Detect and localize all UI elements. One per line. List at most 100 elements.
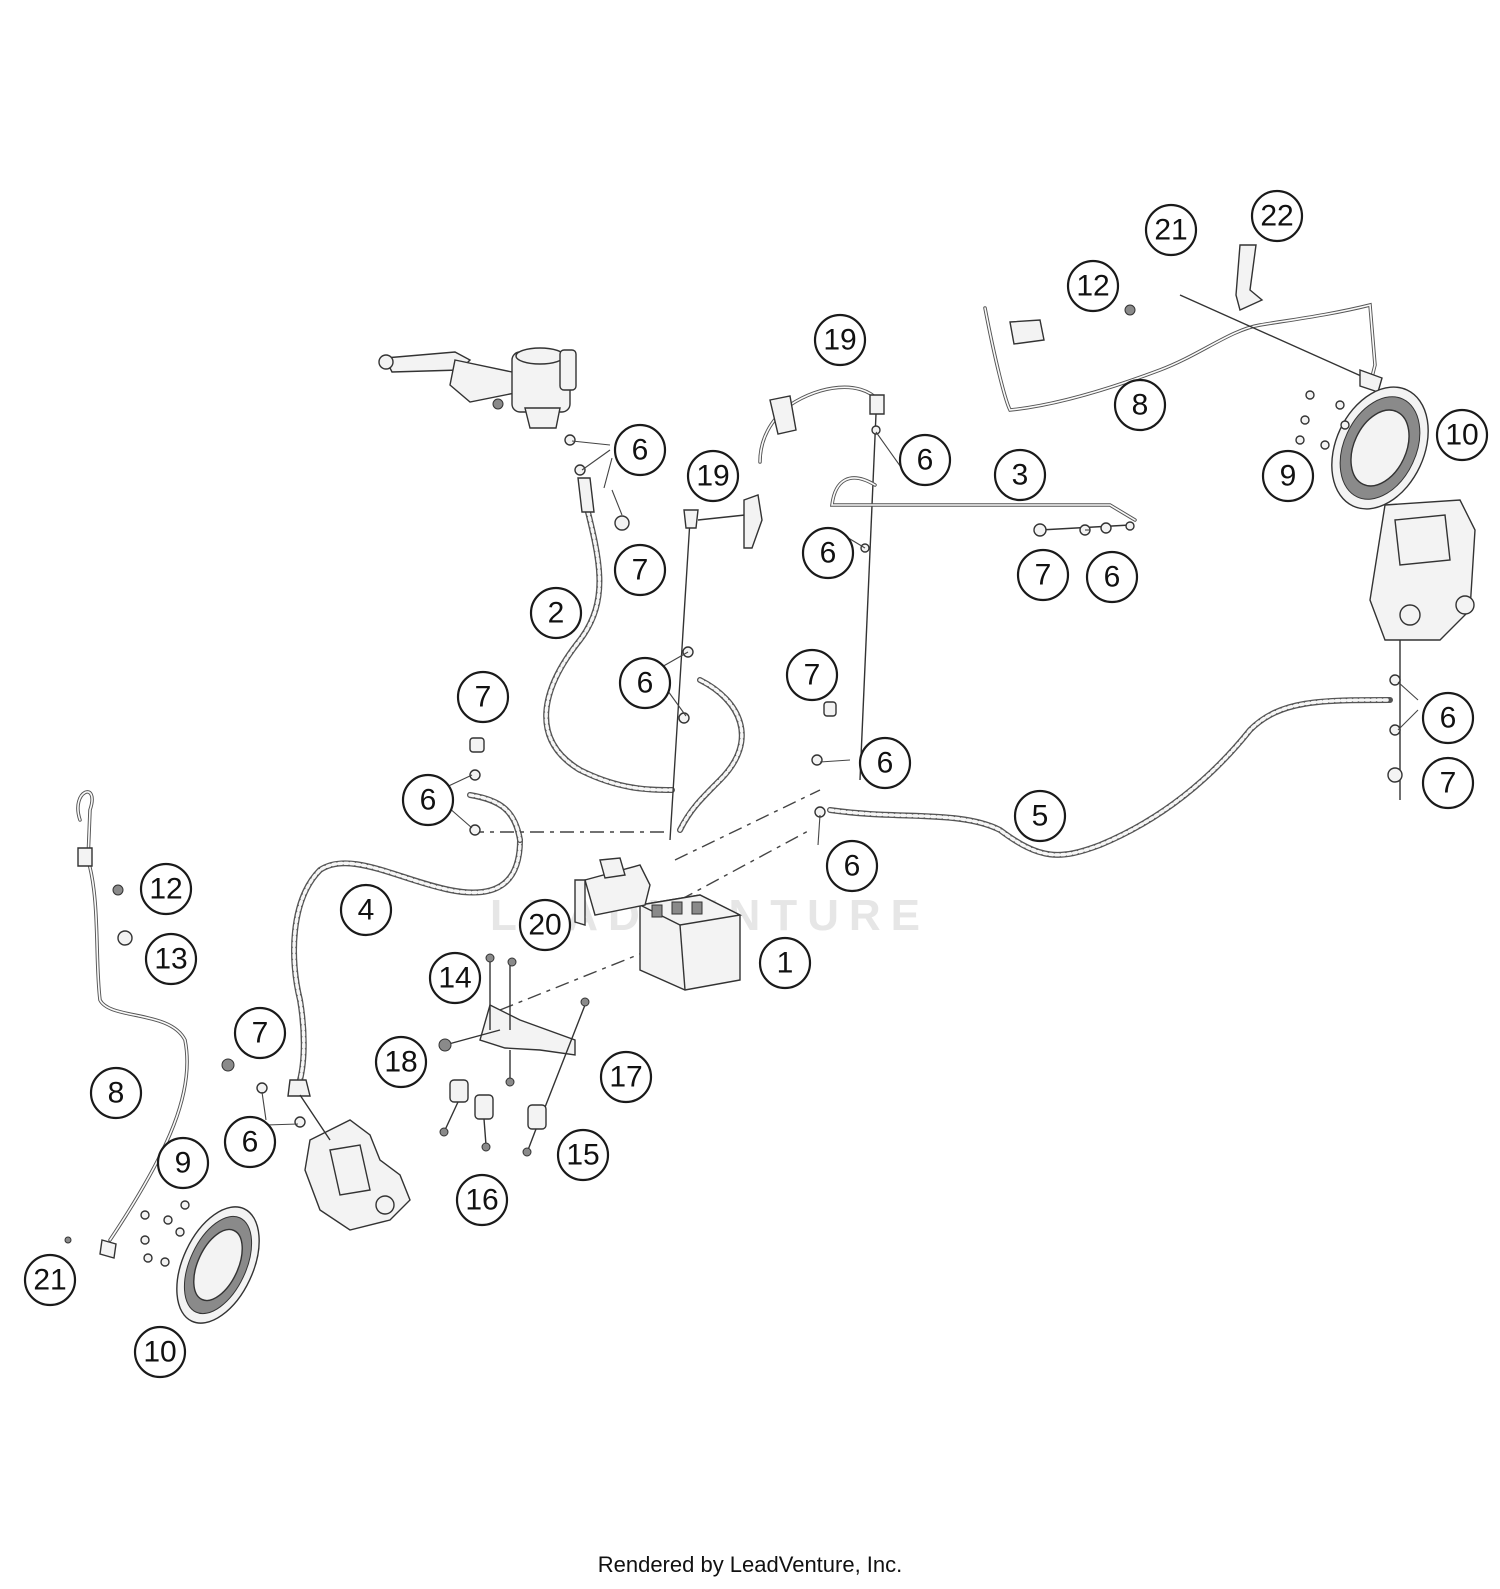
brake-hose-4 — [287, 792, 523, 1097]
svg-text:12: 12 — [1076, 270, 1109, 303]
svg-text:15: 15 — [566, 1139, 599, 1172]
callout-6-line-3-right: 6 — [1085, 550, 1139, 604]
callout-6-rear-caliper: 6 — [1421, 691, 1475, 745]
callout-9-front: 9 — [156, 1136, 210, 1190]
brake-hose-2 — [543, 477, 675, 793]
svg-text:6: 6 — [637, 667, 654, 700]
svg-text:21: 21 — [1154, 214, 1187, 247]
svg-text:7: 7 — [1440, 767, 1457, 800]
callout-14: 14 — [428, 951, 482, 1005]
front-brake-disc — [140, 1200, 260, 1324]
callout-10-front: 10 — [133, 1325, 187, 1379]
svg-text:6: 6 — [1440, 702, 1457, 735]
svg-text:2: 2 — [548, 597, 565, 630]
wheel-speed-sensor-top — [758, 385, 885, 781]
callout-7-front-caliper: 7 — [233, 1006, 287, 1060]
svg-text:16: 16 — [465, 1184, 498, 1217]
front-brake-caliper — [221, 1058, 411, 1231]
svg-text:10: 10 — [1445, 419, 1478, 452]
callout-6-sensor-top: 6 — [898, 433, 952, 487]
svg-text:6: 6 — [877, 747, 894, 780]
svg-text:12: 12 — [149, 873, 182, 906]
svg-text:6: 6 — [917, 444, 934, 477]
svg-text:13: 13 — [154, 943, 187, 976]
svg-text:3: 3 — [1012, 459, 1029, 492]
callout-1: 1 — [758, 936, 812, 990]
svg-text:10: 10 — [143, 1336, 176, 1369]
svg-text:7: 7 — [475, 681, 492, 714]
brake-line-center — [669, 509, 746, 841]
rear-brake-disc — [1295, 386, 1429, 510]
abs-connector — [574, 857, 651, 926]
svg-text:1: 1 — [777, 947, 794, 980]
callout-4: 4 — [339, 883, 393, 937]
callout-7-rear-caliper: 7 — [1421, 756, 1475, 810]
callout-2: 2 — [529, 586, 583, 640]
callout-6-master-cylinder: 6 — [613, 423, 667, 477]
callout-12-front: 12 — [139, 862, 193, 916]
callout-8-rear: 8 — [1113, 378, 1167, 432]
svg-text:4: 4 — [358, 894, 375, 927]
svg-text:21: 21 — [33, 1264, 66, 1297]
rear-brake-caliper — [1369, 499, 1476, 800]
rubber-mounts — [439, 1079, 547, 1157]
callout-3: 3 — [993, 448, 1047, 502]
abs-unit — [637, 894, 743, 991]
svg-text:7: 7 — [1035, 559, 1052, 592]
svg-text:7: 7 — [252, 1017, 269, 1050]
svg-text:5: 5 — [1032, 800, 1049, 833]
svg-text:6: 6 — [820, 537, 837, 570]
svg-text:9: 9 — [175, 1147, 192, 1180]
callout-6-abs-right-bottom: 6 — [825, 839, 879, 893]
banjo-hardware — [256, 425, 1403, 1128]
callout-6-abs-right-top: 6 — [858, 736, 912, 790]
abs-bracket — [438, 953, 590, 1121]
svg-text:22: 22 — [1260, 200, 1293, 233]
render-credit: Rendered by LeadVenture, Inc. — [597, 1552, 903, 1577]
callout-19-top: 19 — [813, 313, 867, 367]
callout-18: 18 — [374, 1035, 428, 1089]
callout-9-rear: 9 — [1261, 449, 1315, 503]
callout-22: 22 — [1250, 189, 1304, 243]
callout-17: 17 — [599, 1050, 653, 1104]
callout-8-front: 8 — [89, 1066, 143, 1120]
callout-21-rear: 21 — [1144, 203, 1198, 257]
assembly-leaders — [470, 789, 821, 1011]
front-brake-line-8 — [64, 790, 189, 1259]
svg-text:7: 7 — [632, 554, 649, 587]
svg-text:20: 20 — [528, 909, 561, 942]
callout-20: 20 — [518, 898, 572, 952]
callout-12-rear: 12 — [1066, 259, 1120, 313]
svg-text:6: 6 — [844, 850, 861, 883]
svg-text:14: 14 — [438, 962, 471, 995]
svg-text:9: 9 — [1280, 460, 1297, 493]
callout-5: 5 — [1013, 789, 1067, 843]
svg-text:19: 19 — [823, 324, 856, 357]
callout-7-abs-left: 7 — [456, 670, 510, 724]
brake-hose-5 — [827, 697, 1393, 858]
svg-text:7: 7 — [804, 659, 821, 692]
svg-text:6: 6 — [632, 434, 649, 467]
front-brake-lever-assembly — [378, 347, 577, 429]
callout-15: 15 — [556, 1128, 610, 1182]
svg-text:19: 19 — [696, 460, 729, 493]
svg-text:6: 6 — [242, 1126, 259, 1159]
callout-19-mid: 19 — [686, 449, 740, 503]
svg-text:6: 6 — [1104, 561, 1121, 594]
callout-6-center: 6 — [618, 656, 672, 710]
svg-text:6: 6 — [420, 784, 437, 817]
rear-brake-line-8 — [983, 244, 1383, 412]
svg-text:8: 8 — [108, 1077, 125, 1110]
brake-line-3 — [830, 476, 1137, 537]
callout-6-front-caliper: 6 — [223, 1115, 277, 1169]
callout-16: 16 — [455, 1173, 509, 1227]
callout-10-rear: 10 — [1435, 408, 1489, 462]
svg-text:8: 8 — [1132, 389, 1149, 422]
svg-text:18: 18 — [384, 1046, 417, 1079]
callout-6-abs-left: 6 — [401, 773, 455, 827]
callout-7-abs-right: 7 — [785, 648, 839, 702]
svg-text:17: 17 — [609, 1061, 642, 1094]
callout-13: 13 — [144, 932, 198, 986]
callout-7-line-3: 7 — [1016, 548, 1070, 602]
